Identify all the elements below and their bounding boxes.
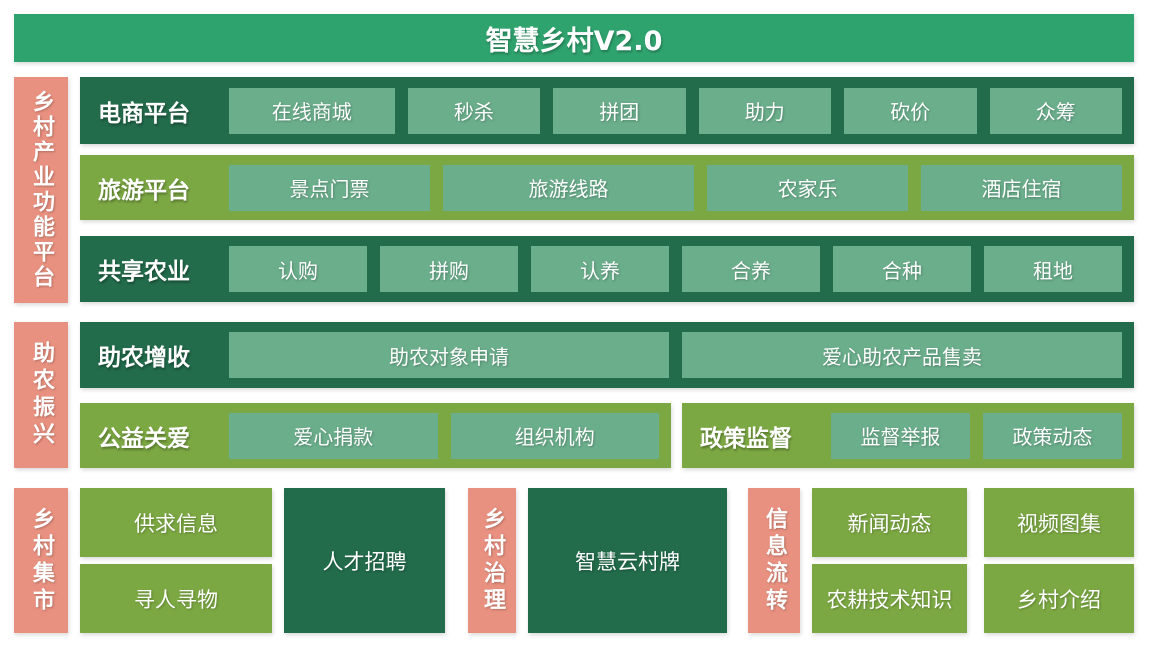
chip-flash-sale[interactable]: 秒杀 [407, 87, 541, 134]
side-label-farmer-assistance: 助农振兴 [14, 322, 68, 468]
tile-talent-recruitment[interactable]: 人才招聘 [284, 488, 445, 633]
chip-tour-routes[interactable]: 旅游线路 [442, 164, 695, 211]
chip-bargain[interactable]: 砍价 [844, 87, 977, 134]
tile-lost-and-found[interactable]: 寻人寻物 [80, 564, 272, 633]
chip-adoption[interactable]: 认养 [531, 246, 669, 292]
chip-crowdfunding[interactable]: 众筹 [989, 87, 1123, 134]
row-policy-supervision: 政策监督 监督举报 政策动态 [682, 403, 1134, 468]
row-charity-care: 公益关爱 爱心捐款 组织机构 [80, 403, 671, 468]
tile-supply-demand-info[interactable]: 供求信息 [80, 488, 272, 557]
row-ecommerce-platform: 电商平台 在线商城 秒杀 拼团 助力 砍价 众筹 [80, 77, 1134, 144]
chip-charity-product-sales[interactable]: 爱心助农产品售卖 [682, 332, 1122, 378]
chip-organizations[interactable]: 组织机构 [450, 412, 659, 459]
row-tourism-platform: 旅游平台 景点门票 旅游线路 农家乐 酒店住宿 [80, 155, 1134, 220]
row-label-ecommerce: 电商平台 [98, 100, 190, 127]
side-label-village-governance: 乡村治理 [468, 488, 516, 633]
chip-attraction-tickets[interactable]: 景点门票 [229, 164, 430, 211]
row-label-charity-care: 公益关爱 [98, 425, 190, 452]
chip-donation[interactable]: 爱心捐款 [229, 412, 438, 459]
chip-joint-planting[interactable]: 合种 [833, 246, 971, 292]
side-label-village-market: 乡村集市 [14, 488, 68, 633]
chip-policy-news[interactable]: 政策动态 [983, 412, 1122, 459]
chip-farm-stay[interactable]: 农家乐 [707, 164, 909, 211]
row-shared-agriculture: 共享农业 认购 拼购 认养 合养 合种 租地 [80, 236, 1134, 302]
page-title: 智慧乡村V2.0 [14, 14, 1134, 62]
chip-hotel-lodging[interactable]: 酒店住宿 [921, 164, 1122, 211]
chip-group-buying[interactable]: 拼团 [553, 87, 686, 134]
chip-online-mall[interactable]: 在线商城 [229, 87, 395, 134]
chip-land-rental[interactable]: 租地 [984, 246, 1122, 292]
tile-news-updates[interactable]: 新闻动态 [812, 488, 967, 557]
chip-aid-application[interactable]: 助农对象申请 [229, 332, 669, 378]
side-label-industry-platform: 乡村产业功能平台 [14, 77, 68, 303]
tile-smart-cloud-village-board[interactable]: 智慧云村牌 [528, 488, 727, 633]
tile-farming-knowledge[interactable]: 农耕技术知识 [812, 564, 967, 633]
row-label-policy-supervision: 政策监督 [700, 425, 792, 452]
chip-assist[interactable]: 助力 [698, 87, 832, 134]
row-label-shared-agriculture: 共享农业 [98, 259, 190, 285]
row-label-tourism: 旅游平台 [98, 177, 190, 204]
chip-subscribe-purchase[interactable]: 认购 [229, 246, 367, 292]
side-label-info-flow: 信息流转 [748, 488, 800, 633]
tile-village-introduction[interactable]: 乡村介绍 [984, 564, 1134, 633]
chip-joint-purchase[interactable]: 拼购 [380, 246, 518, 292]
row-farmer-income: 助农增收 助农对象申请 爱心助农产品售卖 [80, 322, 1134, 388]
chip-joint-raising[interactable]: 合养 [682, 246, 820, 292]
row-label-farmer-income: 助农增收 [98, 345, 190, 371]
tile-video-gallery[interactable]: 视频图集 [984, 488, 1134, 557]
chip-supervision-report[interactable]: 监督举报 [831, 412, 970, 459]
